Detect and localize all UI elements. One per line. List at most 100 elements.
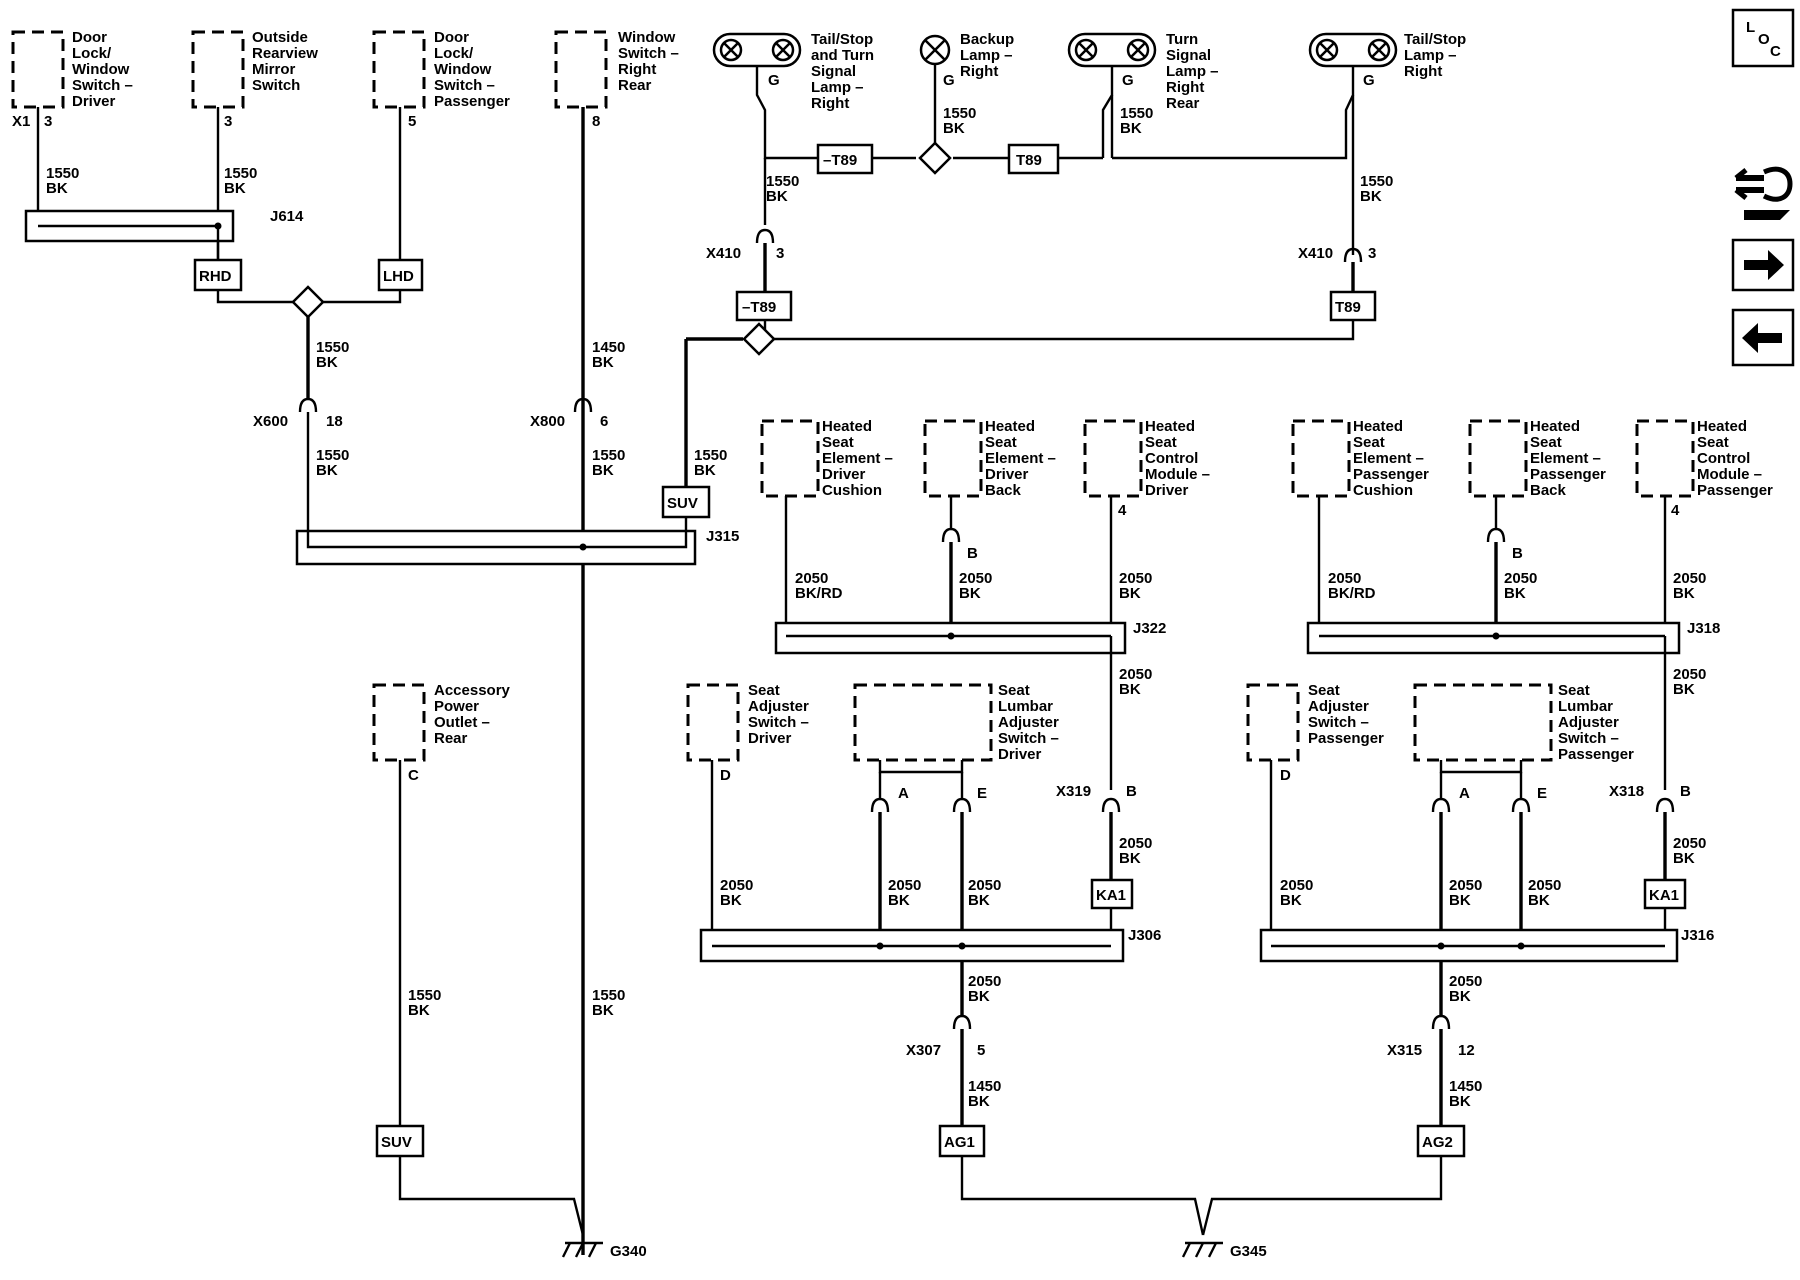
- option-box-lhd[interactable]: LHD: [377, 258, 424, 292]
- heated-seat-element-passenger-back[interactable]: Heated Seat Element – Passenger Back: [1468, 418, 1610, 499]
- lamp-backup-right[interactable]: Backup Lamp – Right G: [919, 31, 1018, 89]
- splice-label: J306: [1128, 927, 1161, 944]
- component-label: Heated Seat Element – Driver Back: [985, 418, 1060, 499]
- splice-pack-j315: [295, 517, 697, 566]
- seat-adjuster-switch-passenger[interactable]: Seat Adjuster Switch – Passenger D: [1246, 682, 1384, 784]
- pin-label: 5: [408, 113, 416, 130]
- door-lock-window-switch-passenger[interactable]: Door Lock/ Window Switch – Passenger 5: [372, 29, 510, 130]
- svg-text:X319: X319: [1056, 783, 1091, 800]
- seat-lumbar-adjuster-switch-passenger[interactable]: Seat Lumbar Adjuster Switch – Passenger: [1413, 682, 1634, 763]
- next-page-icon[interactable]: [1731, 238, 1795, 292]
- component-label: Door Lock/ Window Switch – Passenger: [434, 29, 510, 110]
- pin-label: D: [720, 767, 731, 784]
- svg-text:X600: X600: [253, 413, 288, 430]
- connector-x410-left[interactable]: X410 3: [706, 228, 784, 262]
- component-label: Heated Seat Control Module – Passenger: [1697, 418, 1773, 499]
- svg-text:18: 18: [326, 413, 343, 430]
- option-box-rhd[interactable]: RHD: [193, 258, 243, 292]
- svg-text:G345: G345: [1230, 1243, 1267, 1260]
- connector-lumbar-driver-e[interactable]: E: [952, 785, 987, 813]
- wires-seat-passenger: [1201, 760, 1679, 1236]
- heated-seat-element-passenger-cushion[interactable]: Heated Seat Element – Passenger Cushion: [1291, 418, 1433, 499]
- seat-adjuster-switch-driver[interactable]: Seat Adjuster Switch – Driver D: [686, 682, 813, 784]
- svg-text:B: B: [1126, 783, 1137, 800]
- lamp-tail-stop-turn-right[interactable]: Tail/Stop and Turn Signal Lamp – Right G: [712, 31, 878, 112]
- component-label: Outside Rearview Mirror Switch: [252, 29, 322, 94]
- svg-text:X315: X315: [1387, 1042, 1422, 1059]
- connector-x800[interactable]: X800 6: [530, 397, 608, 430]
- option-box-ag1[interactable]: AG1: [938, 1124, 986, 1158]
- svg-text:E: E: [1537, 785, 1547, 802]
- option-box-ka1-driver[interactable]: KA1: [1090, 878, 1134, 910]
- heated-seat-element-driver-cushion[interactable]: Heated Seat Element – Driver Cushion: [760, 418, 897, 499]
- loc-icon[interactable]: L O C: [1731, 8, 1795, 68]
- connector-view-icon[interactable]: [1734, 166, 1793, 220]
- svg-text:T89: T89: [1016, 152, 1042, 169]
- previous-page-icon[interactable]: [1731, 308, 1795, 367]
- pin-label: 3: [44, 113, 52, 130]
- accessory-power-outlet-rear[interactable]: Accessory Power Outlet – Rear C: [372, 682, 514, 784]
- window-switch-right-rear[interactable]: Window Switch – Right Rear 8: [554, 29, 683, 130]
- heated-seat-control-module-driver[interactable]: Heated Seat Control Module – Driver 4: [1083, 418, 1214, 519]
- option-box-not-t89-bottom[interactable]: –T89: [735, 290, 793, 322]
- component-label: Window Switch – Right Rear: [618, 29, 683, 94]
- ground-g340[interactable]: G340: [561, 1241, 647, 1260]
- pin-label: G: [943, 72, 955, 89]
- component-label: Seat Adjuster Switch – Driver: [748, 682, 813, 747]
- svg-text:E: E: [977, 785, 987, 802]
- splice-label: J322: [1133, 620, 1166, 637]
- option-box-ka1-passenger[interactable]: KA1: [1643, 878, 1687, 910]
- option-box-suv-top[interactable]: SUV: [661, 485, 711, 519]
- connector-lumbar-driver-a[interactable]: A: [870, 785, 909, 813]
- seat-lumbar-adjuster-switch-driver[interactable]: Seat Lumbar Adjuster Switch – Driver: [853, 682, 1063, 763]
- component-label: Heated Seat Element – Passenger Back: [1530, 418, 1610, 499]
- wires-top-left: [24, 107, 585, 1255]
- connector-lumbar-passenger-a[interactable]: A: [1431, 785, 1470, 813]
- connector-x319[interactable]: X319 B: [1056, 783, 1137, 813]
- svg-text:RHD: RHD: [199, 268, 232, 285]
- wires-heated-passenger: [1306, 496, 1681, 790]
- connector-x600[interactable]: X600 18: [253, 397, 343, 430]
- option-box-ag2[interactable]: AG2: [1416, 1124, 1466, 1158]
- svg-text:O: O: [1758, 31, 1770, 48]
- connector-x307[interactable]: X307 5: [906, 1014, 985, 1059]
- lamp-tail-stop-right[interactable]: Tail/Stop Lamp – Right G: [1308, 31, 1470, 89]
- option-box-t89-bottom[interactable]: T89: [1329, 290, 1377, 322]
- outside-rearview-mirror-switch[interactable]: Outside Rearview Mirror Switch 3: [191, 29, 322, 130]
- svg-text:A: A: [898, 785, 909, 802]
- connector-hs-driver-back-b[interactable]: B: [941, 527, 978, 562]
- connector-x315[interactable]: X315 12: [1387, 1014, 1475, 1059]
- component-label: Door Lock/ Window Switch – Driver: [72, 29, 137, 110]
- ground-g345[interactable]: G345: [1181, 1241, 1267, 1260]
- lamp-turn-signal-right-rear[interactable]: Turn Signal Lamp – Right Rear G: [1067, 31, 1223, 112]
- door-lock-window-switch-driver[interactable]: Door Lock/ Window Switch – Driver X1 3: [11, 29, 137, 130]
- connector-x410-right[interactable]: X410 3: [1298, 245, 1376, 263]
- connector-hs-passenger-back-b[interactable]: B: [1486, 527, 1523, 562]
- heated-seat-control-module-passenger[interactable]: Heated Seat Control Module – Passenger 4: [1635, 418, 1773, 519]
- option-box-t89-top[interactable]: T89: [1007, 143, 1060, 175]
- heated-seat-element-driver-back[interactable]: Heated Seat Element – Driver Back: [923, 418, 1060, 499]
- option-box-suv-bottom[interactable]: SUV: [375, 1124, 425, 1158]
- option-box-not-t89-top[interactable]: –T89: [816, 143, 874, 175]
- connector-x318[interactable]: X318 B: [1609, 783, 1691, 813]
- component-label: Heated Seat Element – Passenger Cushion: [1353, 418, 1433, 499]
- connector-lumbar-passenger-e[interactable]: E: [1511, 785, 1547, 813]
